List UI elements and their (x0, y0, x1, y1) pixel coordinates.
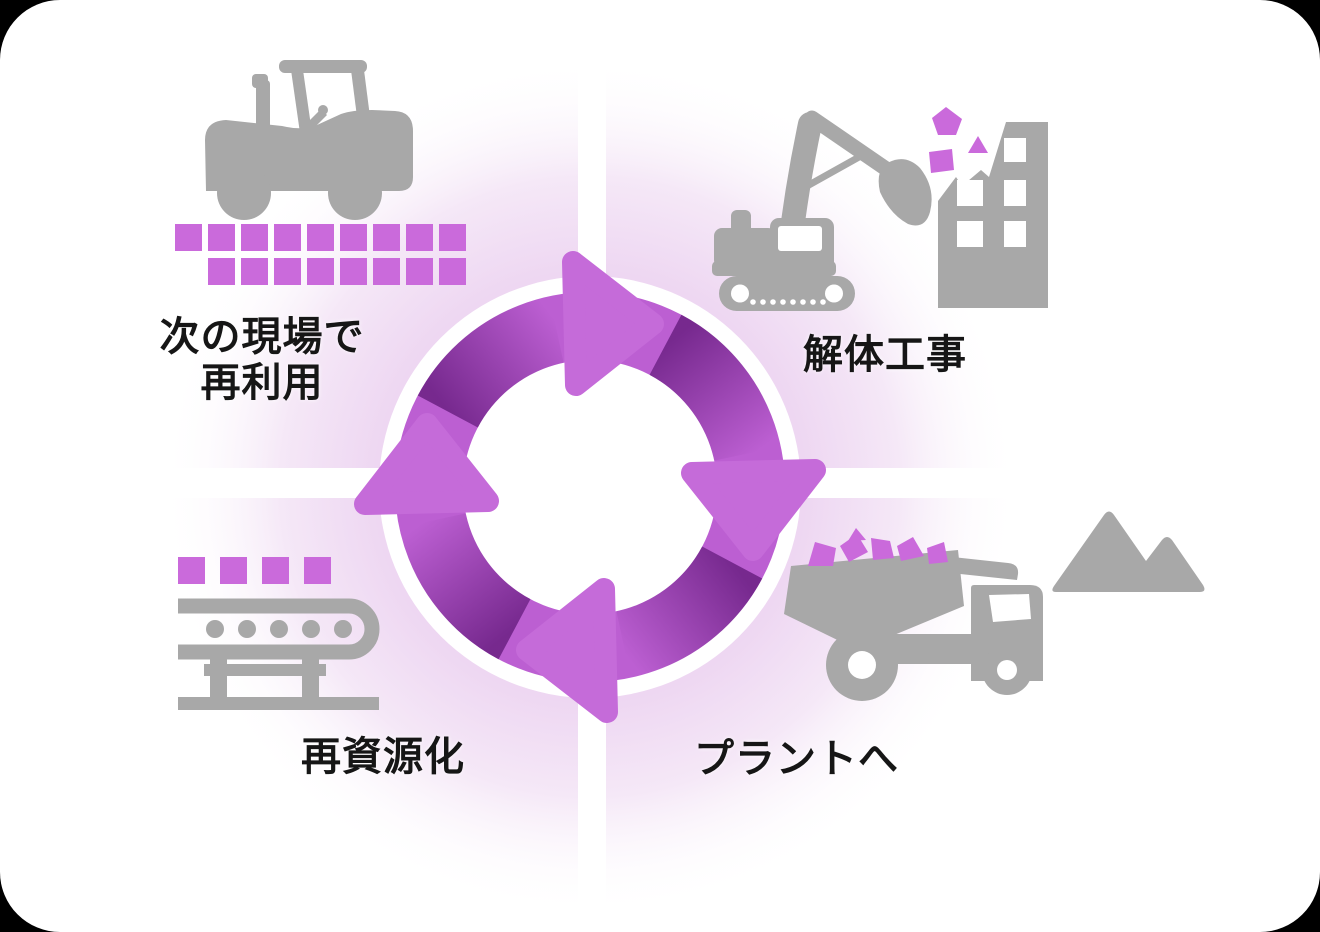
step-label-demolition: 解体工事 (803, 333, 967, 377)
conveyor-blocks (178, 557, 331, 584)
step-label-reuse: 次の現場で 再利用 (97, 314, 427, 406)
conveyor-icon (178, 598, 380, 710)
paving-blocks (175, 224, 466, 285)
cycle-arrows (365, 262, 815, 712)
step-label-recycle: 再資源化 (301, 735, 465, 779)
debris-blocks (929, 107, 988, 173)
excavator-icon (712, 110, 932, 311)
step-label-plant: プラントへ (694, 737, 899, 781)
tractor-icon (205, 60, 413, 220)
truck-rubble (808, 528, 948, 566)
dump-truck-icon (784, 528, 1043, 701)
mountains-icon (1052, 511, 1205, 592)
building-icon (938, 122, 1048, 308)
step-label-reuse-line2: 再利用 (200, 361, 324, 405)
step-label-reuse-line1: 次の現場で (159, 315, 365, 359)
